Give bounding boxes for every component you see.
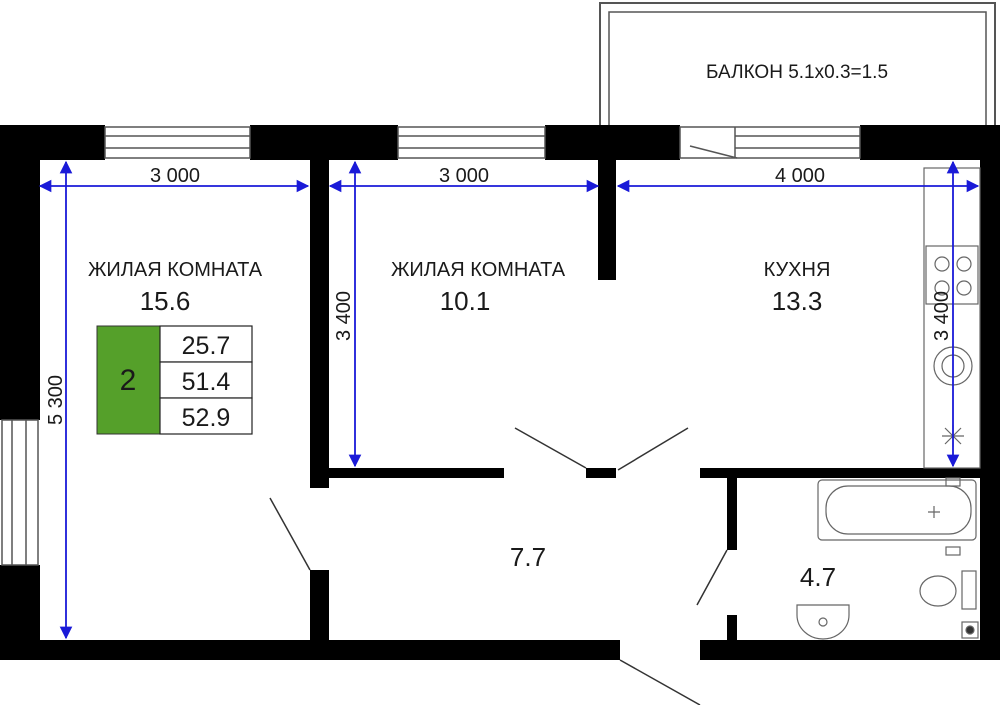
- rooms-count: 2: [120, 364, 137, 397]
- room-area-kitchen: 13.3: [772, 286, 823, 316]
- bathroom-fixtures: [796, 477, 979, 640]
- dim-living2-width: 3 000: [439, 165, 489, 187]
- walls: [0, 125, 1000, 660]
- room-name-living2: ЖИЛАЯ КОМНАТА: [391, 259, 566, 281]
- room-name-kitchen: КУХНЯ: [764, 259, 831, 281]
- area-summary-badge: 2 25.7 51.4 52.9: [96, 325, 253, 435]
- living-area-value: 25.7: [182, 332, 231, 360]
- window-living1: [104, 126, 251, 159]
- room-area-living1: 15.6: [140, 286, 191, 316]
- dim-living1-depth: 5 300: [45, 375, 67, 425]
- total-with-balcony-value: 52.9: [182, 404, 231, 432]
- door-swings: [269, 427, 728, 705]
- balcony-door-window: [679, 126, 861, 159]
- window-left: [1, 419, 39, 566]
- dim-kitchen-width: 4 000: [775, 165, 825, 187]
- balcony-label: БАЛКОН 5.1x0.3=1.5: [706, 62, 888, 83]
- window-living2: [397, 126, 546, 159]
- room-name-living1: ЖИЛАЯ КОМНАТА: [88, 259, 263, 281]
- dim-living2-depth: 3 400: [333, 291, 355, 341]
- room-area-bathroom: 4.7: [800, 562, 836, 592]
- rooms-count-badge: [96, 325, 161, 435]
- dim-living1-width: 3 000: [150, 165, 200, 187]
- room-area-living2: 10.1: [440, 286, 491, 316]
- total-area-value: 51.4: [182, 368, 231, 396]
- balcony: [599, 2, 996, 125]
- dim-kitchen-depth: 3 400: [931, 291, 953, 341]
- dimension-lines: [38, 160, 980, 640]
- room-area-hall: 7.7: [510, 542, 546, 572]
